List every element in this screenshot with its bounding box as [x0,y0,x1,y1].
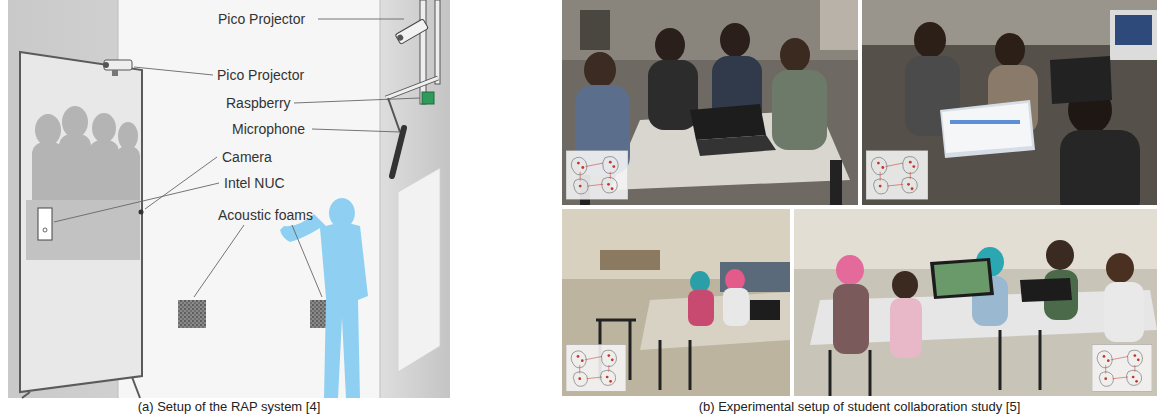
subfigure-caption: (a) Setup of the RAP system [4] [8,399,450,415]
photo-bottom-left [562,209,790,396]
photo-top-left [562,0,858,205]
part-label: Pico Projector [218,11,305,27]
part-label: Acoustic foams [218,207,313,223]
rap-illustration [8,0,450,398]
part-label: Pico Projector [217,67,304,83]
part-label: Microphone [232,121,305,137]
part-label: Raspberry [226,95,291,111]
part-label: Intel NUC [224,175,285,191]
photo-gutters [562,0,1157,396]
subfigure-caption: (b) Experimental setup of student collab… [562,399,1157,415]
photo-bottom-right [794,209,1157,396]
photo-top-right [862,0,1157,205]
part-label: Camera [222,149,272,165]
